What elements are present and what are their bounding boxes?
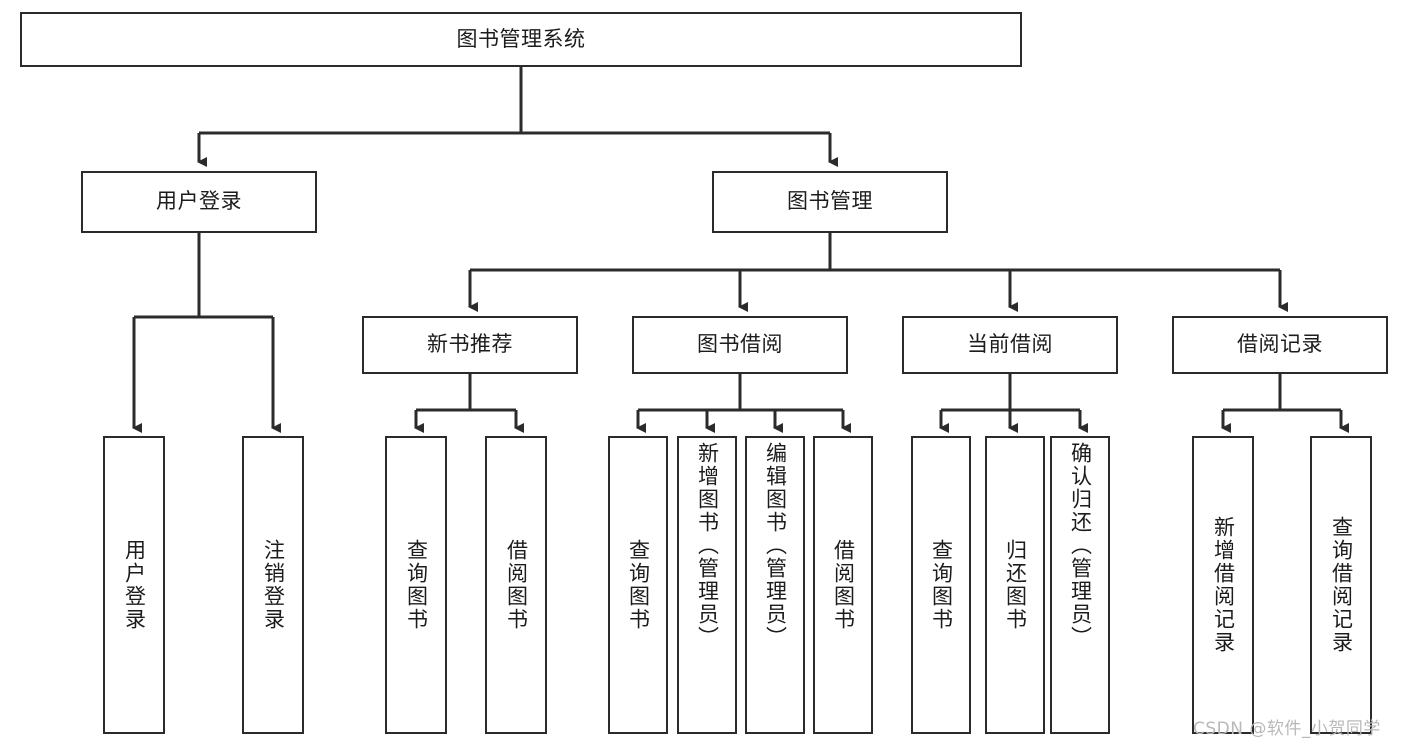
node-leaf-user-logout-label: 注销登录: [261, 539, 286, 631]
edge-book-borrow-to-leaves: [636, 374, 851, 433]
node-leaf-edit-book-admin-label: 编辑图书（管理员）: [763, 442, 788, 649]
edge-new-book-recommend-to-leaves: [414, 374, 524, 433]
node-root-label: 图书管理系统: [456, 26, 586, 51]
edge-current-borrow-to-leaves: [939, 374, 1088, 433]
node-leaf-query-borrow-record[interactable]: 查询借阅记录: [1310, 436, 1372, 734]
node-leaf-confirm-return-admin-label: 确认归还（管理员）: [1068, 442, 1093, 649]
node-new-book-recommend[interactable]: 新书推荐: [362, 316, 578, 374]
node-borrow-record-label: 借阅记录: [1237, 332, 1323, 357]
edge-root-to-level2: [197, 67, 838, 167]
node-leaf-query-book-current-label: 查询图书: [929, 539, 954, 631]
node-current-borrow[interactable]: 当前借阅: [902, 316, 1118, 374]
node-leaf-query-book-borrow-label: 查询图书: [626, 539, 651, 631]
node-leaf-confirm-return-admin[interactable]: 确认归还（管理员）: [1050, 436, 1110, 734]
node-leaf-user-login[interactable]: 用户登录: [103, 436, 165, 734]
node-root[interactable]: 图书管理系统: [20, 12, 1022, 67]
node-book-borrow-label: 图书借阅: [697, 332, 783, 357]
node-leaf-borrow-book-label: 借阅图书: [831, 539, 856, 631]
node-leaf-user-login-label: 用户登录: [122, 539, 147, 631]
node-leaf-edit-book-admin[interactable]: 编辑图书（管理员）: [745, 436, 805, 734]
csdn-watermark: CSDN @软件_小贺同学: [1193, 719, 1381, 739]
node-leaf-user-logout[interactable]: 注销登录: [242, 436, 304, 734]
node-leaf-query-book-borrow[interactable]: 查询图书: [608, 436, 668, 734]
node-user-login-label: 用户登录: [156, 189, 242, 214]
node-leaf-add-book-admin-label: 新增图书（管理员）: [695, 442, 720, 649]
node-leaf-borrow-book-recommend-label: 借阅图书: [504, 539, 529, 631]
edge-user-login-to-leaves: [132, 233, 281, 433]
node-leaf-query-book-current[interactable]: 查询图书: [911, 436, 971, 734]
node-book-borrow[interactable]: 图书借阅: [632, 316, 848, 374]
node-leaf-return-book-label: 归还图书: [1003, 539, 1028, 631]
node-leaf-add-borrow-record[interactable]: 新增借阅记录: [1192, 436, 1254, 734]
edge-book-management-to-level3: [468, 233, 1288, 312]
node-leaf-return-book[interactable]: 归还图书: [985, 436, 1045, 734]
node-current-borrow-label: 当前借阅: [967, 332, 1053, 357]
node-borrow-record[interactable]: 借阅记录: [1172, 316, 1388, 374]
node-user-login[interactable]: 用户登录: [81, 171, 317, 233]
edge-borrow-record-to-leaves: [1221, 374, 1349, 433]
node-book-management[interactable]: 图书管理: [712, 171, 948, 233]
node-leaf-borrow-book-recommend[interactable]: 借阅图书: [485, 436, 547, 734]
node-book-management-label: 图书管理: [787, 189, 873, 214]
node-leaf-add-book-admin[interactable]: 新增图书（管理员）: [677, 436, 737, 734]
node-leaf-add-borrow-record-label: 新增借阅记录: [1211, 516, 1236, 654]
node-leaf-query-book-recommend[interactable]: 查询图书: [385, 436, 447, 734]
node-leaf-query-borrow-record-label: 查询借阅记录: [1329, 516, 1354, 654]
node-new-book-recommend-label: 新书推荐: [427, 332, 513, 357]
node-leaf-borrow-book[interactable]: 借阅图书: [813, 436, 873, 734]
node-leaf-query-book-recommend-label: 查询图书: [404, 539, 429, 631]
